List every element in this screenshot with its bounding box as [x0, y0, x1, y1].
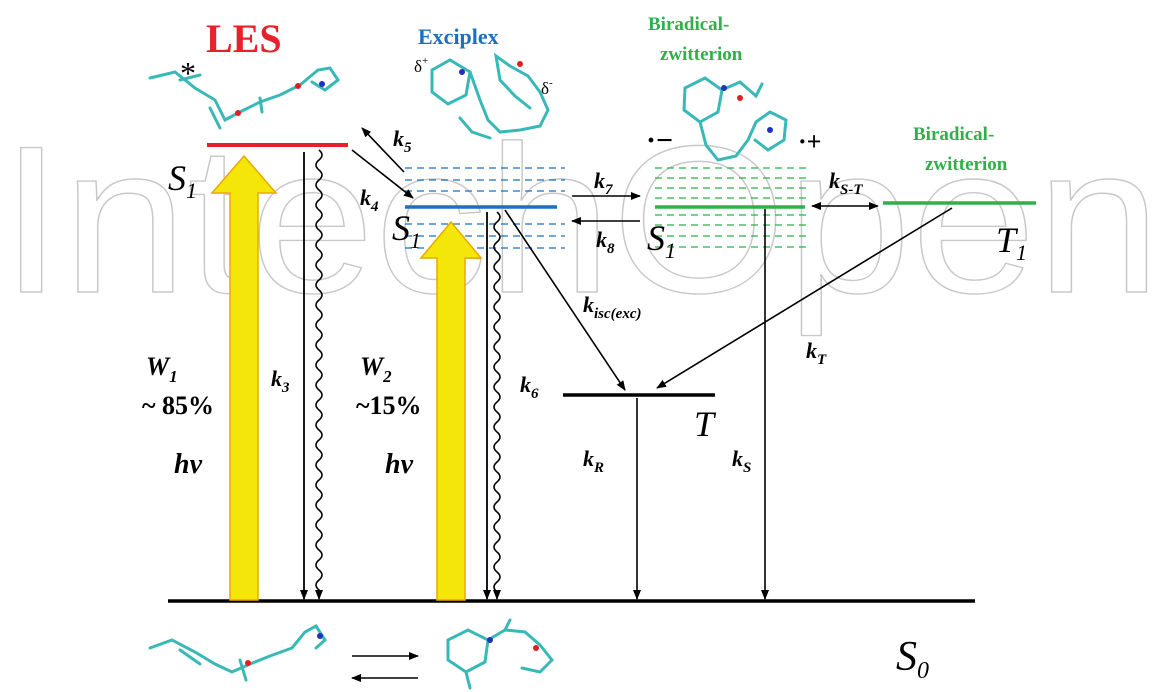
k6-label: k6 — [520, 372, 539, 402]
ks-label: kS — [732, 446, 751, 476]
k3-label: k3 — [271, 366, 290, 396]
les-nonradiative-wavy-arrow — [315, 149, 323, 600]
exciplex-delta-plus: δ+ — [414, 55, 428, 76]
excitation-arrow-w1 — [210, 154, 278, 601]
exciplex-delta-minus: δ- — [541, 77, 553, 98]
ground-molecule-image-1 — [148, 624, 327, 682]
bz-singlet-title-line1: Biradical- — [648, 14, 729, 35]
exciplex-s1-label: S1 — [392, 208, 421, 253]
exciplex-molecule-image — [430, 52, 550, 140]
bz-charge-plus: ·+ — [798, 127, 822, 156]
kisc-arrow — [504, 209, 626, 391]
exciplex-title: Exciplex — [418, 24, 499, 49]
k8-label: k8 — [596, 227, 615, 257]
k4-label: k4 — [360, 185, 379, 215]
ground-s0-label: S0 — [896, 634, 929, 684]
bz-charge-minus: ·− — [646, 124, 673, 157]
les-excited-star: * — [180, 55, 196, 91]
k7-label: k7 — [594, 168, 613, 198]
bz-triplet-title-line1: Biradical- — [913, 124, 994, 145]
exciplex-nonradiative-wavy-arrow — [493, 211, 501, 600]
bz-singlet-title-line2: zwitterion — [660, 44, 743, 65]
w1-label: W1 — [146, 352, 178, 386]
kst-label: kS-T — [829, 168, 863, 198]
biradical-molecule-image — [682, 76, 788, 162]
bz-triplet-title-line2: zwitterion — [925, 154, 1008, 175]
bz-t1-label: T1 — [996, 220, 1027, 265]
w1-hv: hv — [174, 449, 203, 480]
les-molecule-image — [148, 66, 341, 130]
triplet-t-label: T — [694, 404, 717, 444]
w2-percent: ~15% — [356, 391, 422, 420]
exciplex-vibrational-levels — [405, 167, 565, 249]
kr-label: kR — [583, 446, 604, 476]
t1-to-t-arrow — [656, 207, 953, 389]
les-s1-label: S1 — [168, 158, 197, 203]
kisc-label: kisc(exc) — [583, 292, 641, 322]
k5-arrow — [361, 127, 405, 173]
kt-label: kT — [806, 338, 827, 368]
w2-label: W2 — [360, 352, 392, 386]
k4-arrow — [351, 149, 414, 199]
excitation-arrow-w2 — [419, 220, 483, 601]
k5-label: k5 — [393, 126, 412, 156]
les-title: LES — [206, 16, 282, 61]
biradical-vibrational-levels — [655, 167, 810, 248]
w2-hv: hv — [385, 449, 414, 480]
ground-molecule-image-2 — [446, 618, 555, 690]
w1-percent: ~ 85% — [142, 391, 214, 420]
bz-s1-label: S1 — [647, 218, 676, 263]
